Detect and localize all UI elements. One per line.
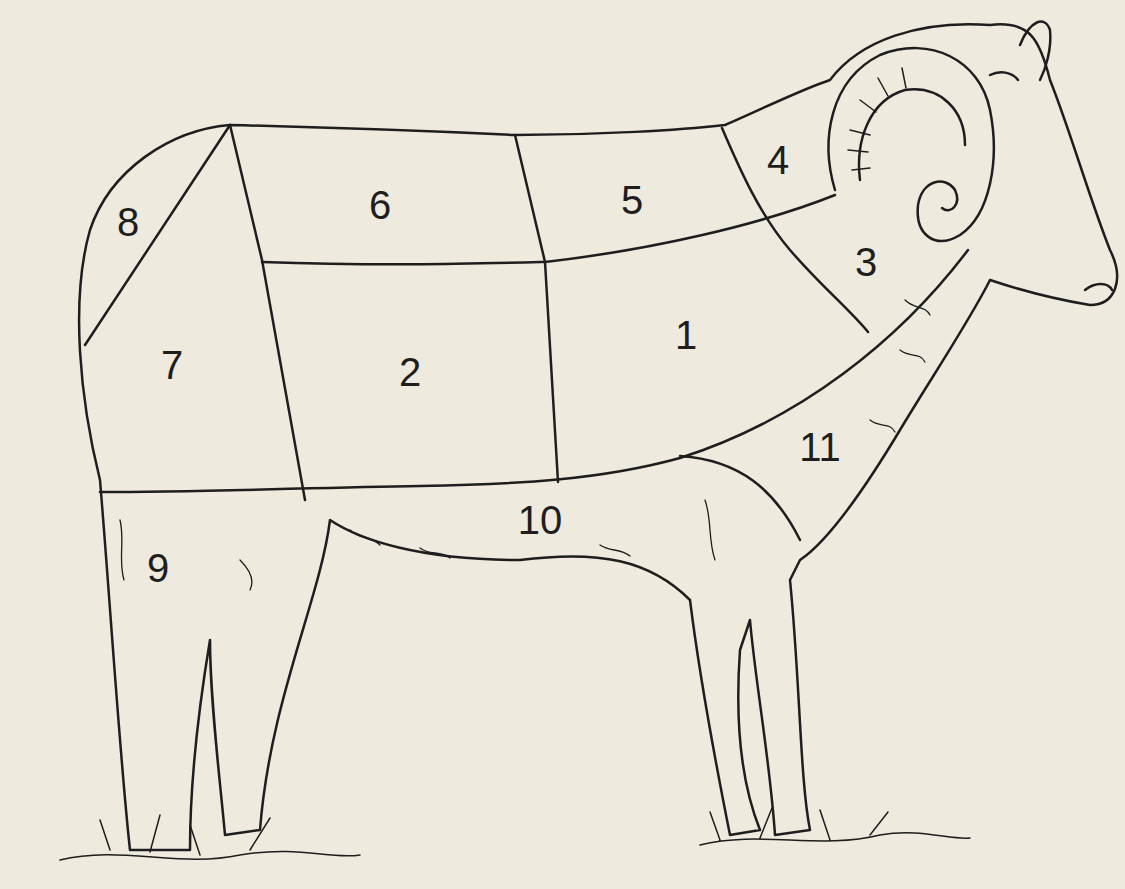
ram-horn bbox=[859, 89, 965, 180]
callout-number: 7 bbox=[161, 345, 183, 385]
cut-line bbox=[85, 125, 230, 345]
cut-line bbox=[722, 128, 868, 332]
cut-line bbox=[680, 456, 800, 540]
wool-texture bbox=[120, 300, 930, 590]
ram-eye bbox=[990, 72, 1018, 80]
ram-horn bbox=[829, 48, 994, 241]
callout-number: 2 bbox=[399, 352, 421, 392]
grass bbox=[60, 808, 970, 860]
callout-number: 3 bbox=[855, 242, 877, 282]
cut-line bbox=[515, 135, 558, 482]
callout-number: 8 bbox=[117, 202, 139, 242]
cut-line bbox=[262, 195, 835, 264]
callout-number: 9 bbox=[147, 548, 169, 588]
horn-ridges bbox=[848, 68, 906, 170]
callout-number: 4 bbox=[767, 140, 789, 180]
callout-number: 10 bbox=[518, 500, 563, 540]
ram-outline bbox=[79, 24, 1117, 850]
callout-number: 11 bbox=[799, 427, 841, 467]
callout-number: 5 bbox=[621, 180, 643, 220]
ram-mouth bbox=[1085, 284, 1112, 290]
callout-number: 6 bbox=[369, 185, 391, 225]
cut-line bbox=[100, 250, 968, 492]
ram-ear bbox=[1020, 22, 1050, 80]
cut-line bbox=[230, 125, 305, 500]
callout-number: 1 bbox=[675, 315, 697, 355]
